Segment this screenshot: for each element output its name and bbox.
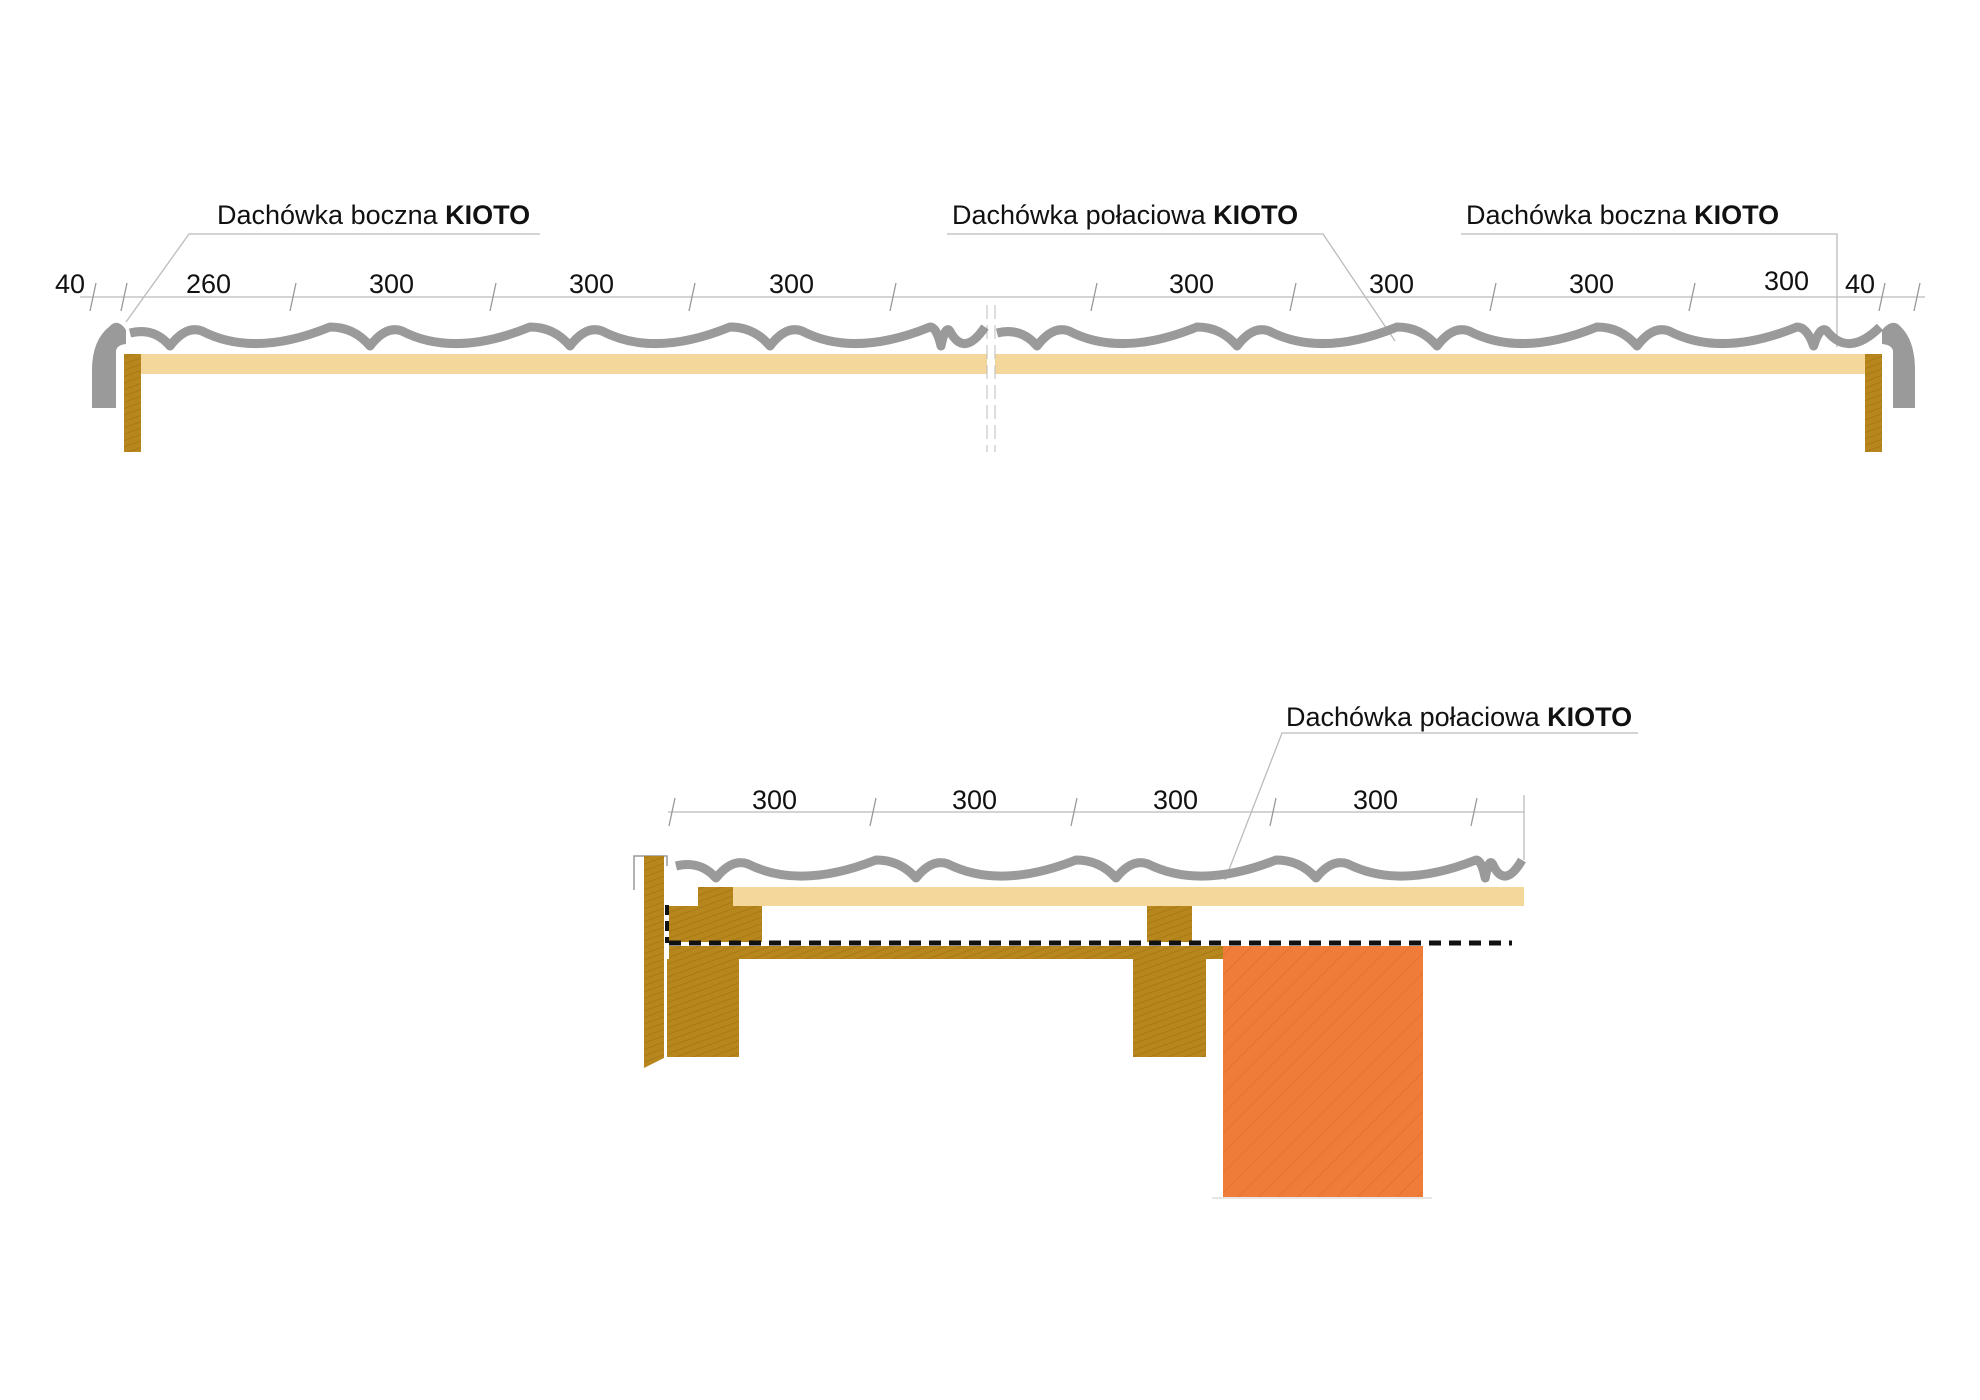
dimension-tick xyxy=(688,282,696,312)
dimension-tick xyxy=(1289,282,1297,312)
top-section: Dachówka boczna KIOTO Dachówka połaciowa… xyxy=(55,200,1925,452)
dimension-tick xyxy=(869,797,877,827)
leader-line-bottom xyxy=(1224,732,1638,881)
leader-line-left xyxy=(125,233,540,323)
dim-bottom-4: 300 xyxy=(1353,785,1398,815)
beam-right xyxy=(1133,959,1206,1057)
dimension-tick xyxy=(1470,797,1478,827)
leader-line-right xyxy=(1461,233,1838,347)
dimension-tick xyxy=(89,282,97,312)
dim-bottom-2: 300 xyxy=(952,785,997,815)
dimension-tick xyxy=(889,282,897,312)
tile-profile xyxy=(128,322,989,351)
dimension-ticks-top xyxy=(89,282,1921,312)
dim-top-3: 300 xyxy=(369,269,414,299)
dim-bottom-1: 300 xyxy=(752,785,797,815)
dimension-tick xyxy=(668,797,676,827)
batten-block xyxy=(698,887,733,906)
dim-top-4: 300 xyxy=(569,269,614,299)
dim-top-8: 300 xyxy=(1569,269,1614,299)
dimension-ticks-bottom xyxy=(668,797,1478,827)
dimension-tick xyxy=(1878,282,1886,312)
fascia-board-bottom xyxy=(644,856,664,1068)
dim-top-6: 300 xyxy=(1169,269,1214,299)
dim-top-2: 260 xyxy=(186,269,231,299)
field-tiles-bottom xyxy=(674,855,1526,883)
dimension-tick xyxy=(1090,282,1098,312)
dimension-tick xyxy=(1688,282,1696,312)
beam-left xyxy=(667,959,739,1057)
dim-bottom-3: 300 xyxy=(1153,785,1198,815)
tile-profile xyxy=(995,322,1884,351)
dimension-tick xyxy=(1489,282,1497,312)
dimension-tick xyxy=(120,282,128,312)
label-field-tile-bottom: Dachówka połaciowa KIOTO xyxy=(1286,702,1632,732)
counter-batten-eave xyxy=(669,906,762,942)
dim-top-1: 40 xyxy=(55,269,85,299)
dim-top-7: 300 xyxy=(1369,269,1414,299)
batten-bottom xyxy=(733,887,1524,906)
dim-top-5: 300 xyxy=(769,269,814,299)
label-side-tile-left: Dachówka boczna KIOTO xyxy=(217,200,530,230)
dimension-tick xyxy=(489,282,497,312)
tile-profile xyxy=(674,855,1526,883)
field-tiles-top xyxy=(128,322,1884,351)
batten-right xyxy=(995,354,1866,374)
dimension-tick xyxy=(1269,797,1277,827)
bottom-section: Dachówka połaciowa KIOTO 300 300 300 300 xyxy=(633,702,1638,1199)
dim-top-9: 300 xyxy=(1764,266,1809,296)
label-field-tile: Dachówka połaciowa KIOTO xyxy=(952,200,1298,230)
batten-left xyxy=(124,354,987,374)
side-tile-right xyxy=(1882,322,1915,408)
label-side-tile-right: Dachówka boczna KIOTO xyxy=(1466,200,1779,230)
leader-line-middle xyxy=(947,233,1396,342)
rafter-board xyxy=(669,946,1223,959)
counter-batten xyxy=(1147,906,1192,942)
fascia-board-left xyxy=(124,354,141,452)
dimension-tick xyxy=(1070,797,1078,827)
dimension-tick xyxy=(1913,282,1921,312)
side-tile-left xyxy=(92,322,126,408)
fascia-board-right xyxy=(1865,354,1882,452)
dim-top-10: 40 xyxy=(1845,269,1875,299)
brick-wall xyxy=(1223,946,1423,1197)
dimension-tick xyxy=(289,282,297,312)
